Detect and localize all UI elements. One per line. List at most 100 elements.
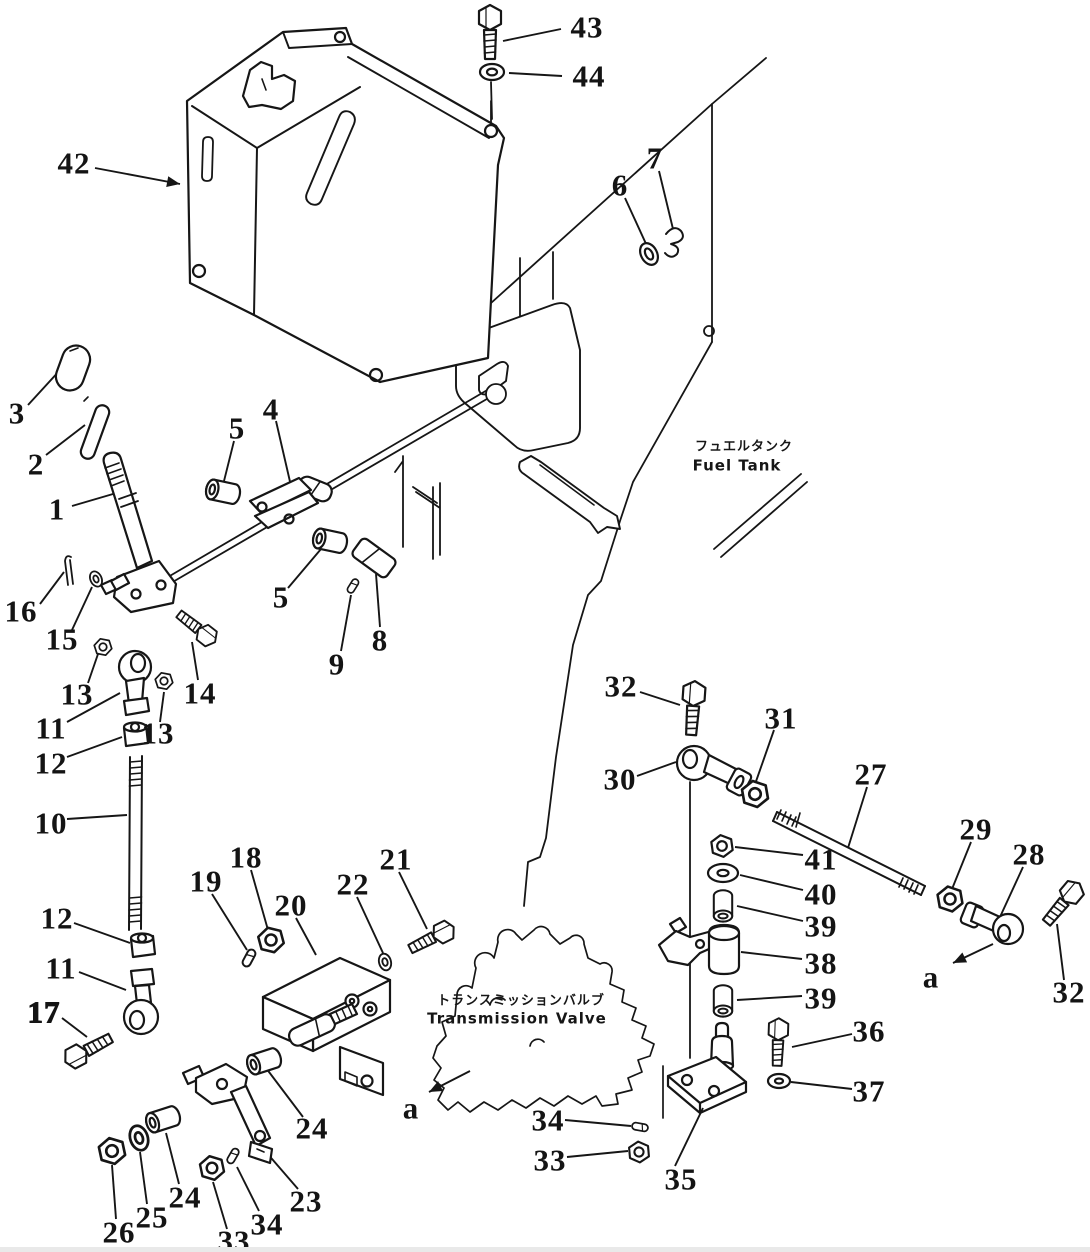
leader-line-22 — [356, 896, 384, 954]
washer-40-drawing — [706, 862, 740, 884]
leader-line-44 — [508, 72, 563, 77]
leader-line-37 — [790, 1081, 853, 1090]
leader-line-24b — [165, 1132, 180, 1185]
leader-line-25 — [139, 1151, 148, 1205]
leader-line-12a — [66, 736, 123, 758]
washer-22-drawing — [376, 951, 394, 973]
leader-line-29 — [949, 841, 972, 895]
bolt-43-drawing — [477, 3, 503, 61]
leader-line-41 — [734, 846, 804, 856]
leader-line-10 — [66, 814, 128, 820]
bushing-5b-drawing — [310, 526, 350, 556]
nut-41-drawing — [709, 832, 735, 860]
leader-line-40 — [739, 874, 804, 891]
leader-line-11a — [66, 692, 121, 723]
rod-end-11a-drawing — [117, 649, 153, 717]
leader-line-12b — [73, 922, 131, 944]
leader-line-9 — [340, 594, 352, 652]
leader-line-27 — [847, 786, 868, 849]
leader-line-19 — [211, 893, 248, 951]
bolt-21-drawing — [404, 917, 460, 959]
leader-line-7 — [658, 170, 674, 230]
clip-7-drawing — [664, 227, 684, 258]
leader-line-21 — [398, 871, 428, 930]
control-rod-drawing — [167, 383, 507, 584]
leader-line-36 — [791, 1033, 853, 1048]
bolt-17-drawing — [59, 1027, 117, 1073]
nut-12a-drawing — [122, 721, 150, 748]
leader-line-28 — [999, 866, 1024, 918]
leader-line-13b — [159, 691, 165, 723]
rod-10-drawing — [128, 755, 143, 931]
cotter-pin-16-drawing — [64, 555, 74, 586]
leader-line-35 — [674, 1107, 704, 1167]
leader-line-8 — [375, 573, 381, 628]
washer-37-drawing — [766, 1072, 792, 1090]
leader-line-32b — [1056, 923, 1065, 981]
bolt-36-drawing — [766, 1016, 790, 1068]
leader-line-26 — [111, 1164, 117, 1220]
leader-line-33b — [212, 1181, 228, 1230]
leader-line-15 — [71, 586, 93, 631]
nut-33b-drawing — [197, 1152, 227, 1184]
leader-line-6 — [624, 197, 648, 247]
leader-line-14 — [191, 641, 199, 681]
yoke-4-drawing — [248, 475, 333, 530]
leader-line-42 — [94, 167, 181, 185]
nut-12b-drawing — [129, 932, 157, 959]
leader-line-34a — [564, 1119, 632, 1127]
leader-line-5a — [223, 440, 235, 482]
arrowhead-a2 — [429, 1081, 444, 1092]
arrowhead-a1 — [953, 952, 968, 963]
bushing-5a-drawing — [203, 477, 243, 507]
washer-44-drawing — [478, 62, 506, 120]
leader-line-11b — [78, 971, 127, 991]
leader-line-4 — [275, 420, 292, 487]
pin-19-drawing — [240, 947, 258, 969]
nut-29-drawing — [935, 883, 965, 915]
leader-line-17 — [61, 1017, 88, 1038]
lever-assembly-drawing — [54, 344, 178, 614]
pin-34b-drawing — [225, 1146, 241, 1166]
leader-line-16 — [39, 571, 65, 605]
leader-line-18 — [250, 869, 269, 931]
leader-line-43 — [502, 28, 562, 42]
page-bottom-edge — [0, 1247, 1090, 1252]
bushing-39b-drawing — [712, 984, 734, 1018]
clip-34a-drawing — [630, 1121, 650, 1133]
bushing-39a-drawing — [712, 889, 734, 923]
nut-33a-drawing — [627, 1139, 651, 1165]
nut-26-drawing — [96, 1134, 128, 1168]
rod-end-28-drawing — [959, 901, 1025, 946]
pin-8-drawing — [351, 537, 397, 579]
leader-line-33a — [566, 1150, 629, 1158]
bolt-32b-drawing — [1037, 875, 1089, 931]
grommet-6-drawing — [639, 242, 659, 266]
bushing-24b-drawing — [142, 1103, 184, 1136]
bushing-24a-drawing — [243, 1045, 285, 1078]
rod-27-drawing — [772, 809, 926, 896]
leader-line-30 — [636, 761, 677, 777]
pin-9-drawing — [345, 577, 361, 595]
leader-line-2 — [45, 424, 86, 456]
leader-line-32a — [639, 691, 681, 706]
link-23-drawing — [181, 1062, 274, 1165]
leader-line-38 — [740, 951, 803, 960]
leader-line-39b — [736, 995, 803, 1001]
bracket-35-drawing — [666, 1021, 748, 1115]
collar-38-drawing — [707, 923, 741, 976]
leader-line-24a — [265, 1067, 304, 1118]
arrowhead-42 — [166, 176, 180, 188]
rod-end-11b-drawing — [122, 967, 160, 1036]
transmission-valve-drawing — [432, 925, 664, 1119]
leader-line-5b — [287, 548, 322, 589]
bracket-20-drawing — [261, 956, 392, 1097]
bolt-32a-drawing — [679, 679, 707, 737]
leader-line-1 — [71, 493, 114, 507]
nut-13a-drawing — [92, 635, 114, 659]
leader-line-34b — [236, 1166, 260, 1212]
leader-line-31 — [752, 729, 775, 791]
